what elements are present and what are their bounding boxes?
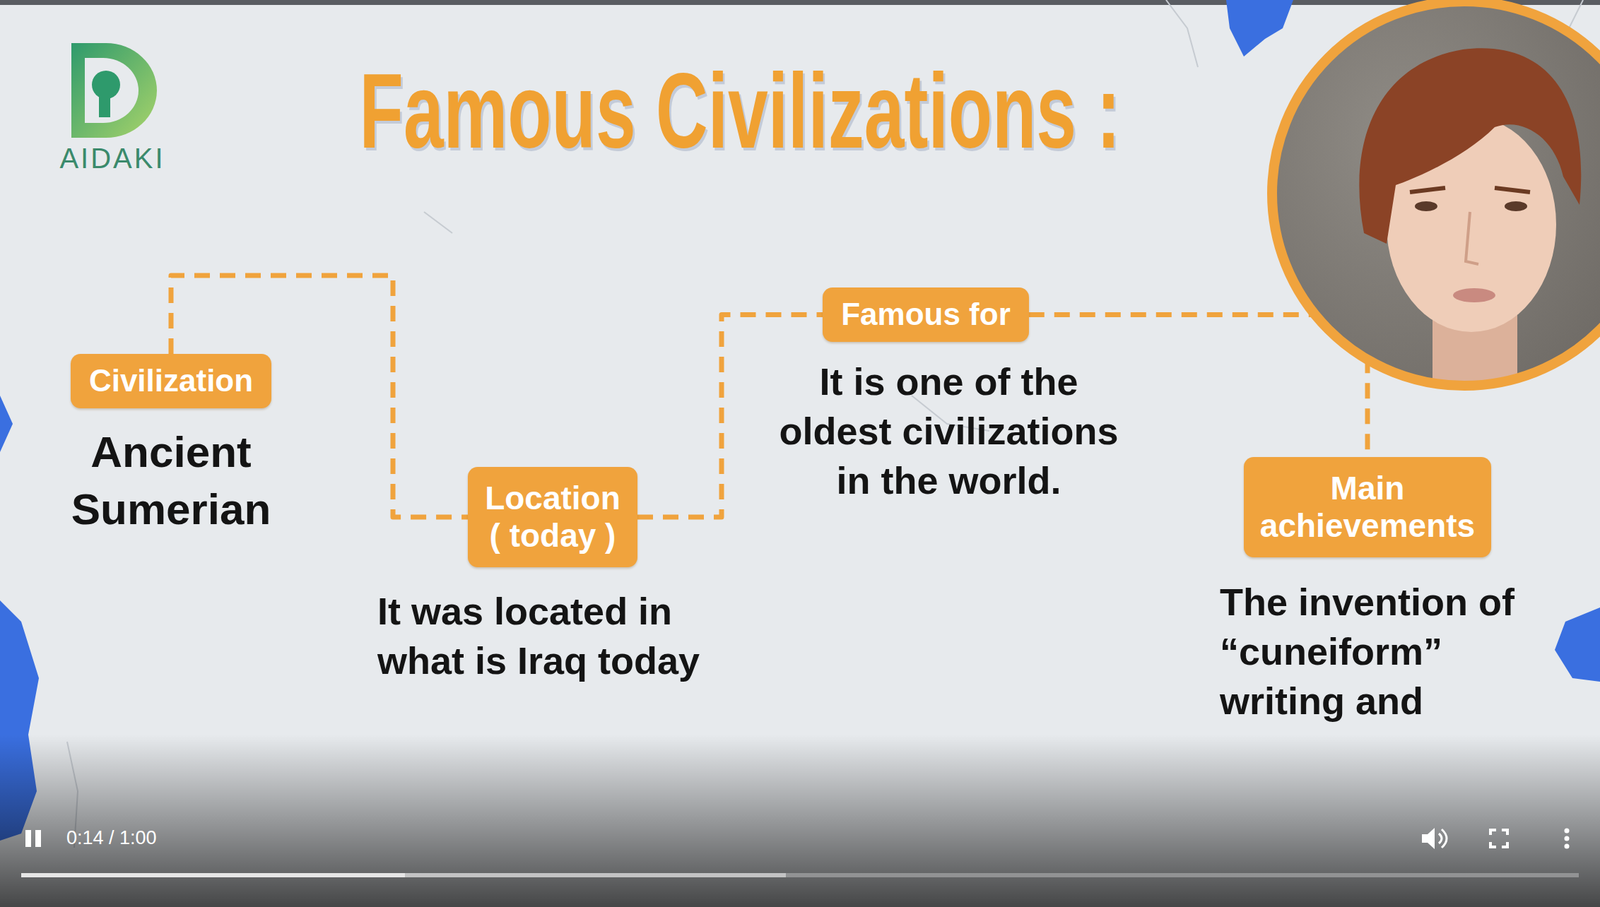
video-shade	[0, 734, 1600, 907]
logo-mark	[71, 43, 157, 138]
box-description: It was located in what is Iraq today	[377, 586, 731, 686]
label-box: Main achievementsThe invention of “cunei…	[1243, 457, 1492, 558]
box-heading: Civilization	[89, 362, 254, 400]
progress-track	[21, 873, 1579, 878]
video-time: 0:14 / 1:00	[66, 828, 157, 849]
box-description: It is one of the oldest civilizations in…	[766, 356, 1131, 507]
box-heading: Location ( today )	[481, 479, 624, 555]
label-box: Location ( today )It was located in what…	[467, 467, 638, 568]
slide-title: Famous Civilizations :	[236, 57, 1244, 164]
box-description: The invention of “cuneiform” writing and	[1219, 577, 1545, 727]
avatar-ring	[1272, 1, 1600, 386]
label-box: Famous forIt is one of the oldest civili…	[822, 287, 1029, 343]
progress-buffered	[21, 873, 786, 878]
menu-icon	[1564, 828, 1570, 850]
label-box: CivilizationAncient Sumerian	[70, 354, 272, 409]
pause-icon	[25, 830, 41, 848]
volume-icon	[1421, 828, 1447, 850]
logo-text: AIDAKI	[0, 144, 225, 173]
progress-played	[21, 873, 405, 878]
box-heading: Main achievements	[1257, 469, 1478, 545]
box-heading: Famous for	[840, 296, 1011, 334]
box-description: Ancient Sumerian	[65, 424, 278, 538]
top-bar	[0, 0, 1600, 5]
fullscreen-icon	[1490, 830, 1508, 848]
